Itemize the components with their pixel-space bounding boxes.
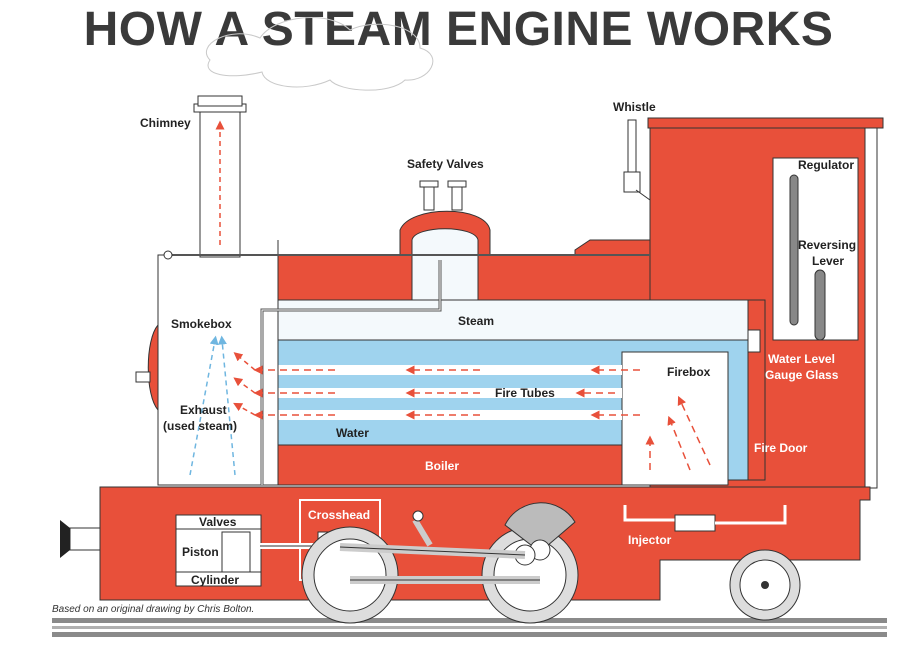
smokebox-arrows [189,335,256,476]
label-piston: Piston [182,545,219,559]
rail-track [52,618,887,637]
smokebox-door [147,323,159,412]
label-exhaust-1: Exhaust [180,403,227,417]
steam-cloud [206,17,434,91]
safety-valves-icon [419,180,467,211]
reversing-lever-icon [814,269,826,341]
label-water: Water [336,426,369,440]
valve-gear-quadrant [504,502,576,553]
label-steam: Steam [458,314,494,328]
label-exhaust-2: (used steam) [163,419,237,433]
label-valves: Valves [199,515,237,529]
label-fire-tubes: Fire Tubes [495,386,555,400]
credit-text: Based on an original drawing by Chris Bo… [52,604,254,615]
label-reversing-lever-2: Lever [812,254,844,268]
label-reversing-lever-1: Reversing [798,238,856,252]
trailing-wheel [729,549,801,621]
driving-wheel-front [301,526,399,624]
cylinder-block [175,514,262,587]
label-firebox: Firebox [667,365,711,379]
regulator-icon [789,174,799,326]
label-water-level-2: Gauge Glass [765,368,839,382]
injector-icon [623,505,787,532]
fire-tube-arrows [253,365,711,471]
page-title: HOW A STEAM ENGINE WORKS [83,3,834,56]
buffer-icon [60,520,101,558]
label-regulator: Regulator [798,158,854,172]
steam-space [277,299,749,341]
label-crosshead: Crosshead [308,508,370,522]
water-gauge-icon [747,329,761,353]
label-smokebox: Smokebox [171,317,232,331]
label-whistle: Whistle [613,100,656,114]
label-cylinder: Cylinder [191,573,239,587]
label-boiler: Boiler [425,459,459,473]
label-chimney: Chimney [140,116,191,130]
label-water-level-1: Water Level [768,352,835,366]
label-fire-door: Fire Door [754,441,808,455]
steam-dome [411,228,479,301]
label-safety-valves: Safety Valves [407,157,484,171]
label-injector: Injector [628,533,672,547]
whistle-icon [623,119,651,201]
